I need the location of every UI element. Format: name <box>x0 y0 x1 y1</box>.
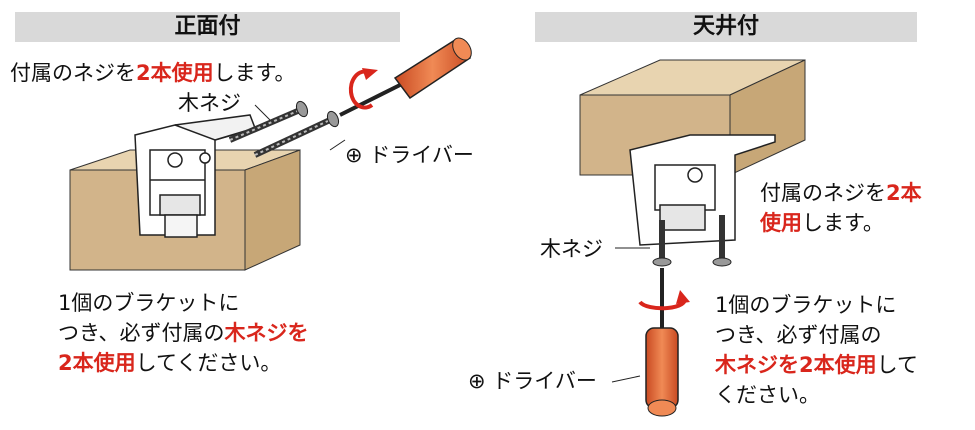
front-mount-header: 正面付 <box>15 12 400 42</box>
right-instruction-highlight-2: 使用 <box>760 211 802 235</box>
right-note-line3: 木ネジを2本使用して <box>715 350 918 380</box>
right-instruction-line1: 付属のネジを2本 <box>760 178 922 208</box>
right-note-line2: つき、必ず付属の <box>715 323 882 347</box>
right-instruction-text: 付属のネジを <box>760 181 886 205</box>
left-note-line2: つき、必ず付属の木ネジを <box>58 318 309 348</box>
left-driver-leader <box>329 139 346 151</box>
left-note-line3: 2本使用してください。 <box>58 348 281 378</box>
left-bracket <box>134 114 256 238</box>
left-instruction-text: 付属のネジを <box>10 61 136 85</box>
right-rotation-arrow-icon <box>638 290 690 311</box>
left-screw-label: 木ネジ <box>178 91 241 115</box>
right-driver-leader <box>611 375 641 383</box>
ceiling-mount-header: 天井付 <box>535 12 917 42</box>
right-wood-screws <box>652 215 732 267</box>
left-note-line3-text: してください。 <box>135 351 282 375</box>
right-note-line4: ください。 <box>715 383 820 407</box>
left-driver-label: ⊕ ドライバー <box>345 143 474 167</box>
left-screw-leader <box>254 104 271 121</box>
right-note-line1: 1個のブラケットに <box>715 293 897 317</box>
right-screwdriver <box>645 268 679 417</box>
right-instruction-line2: 使用します。 <box>760 208 884 238</box>
left-instruction-highlight: 2本使用 <box>136 61 214 85</box>
right-instruction-highlight: 2本 <box>886 181 922 205</box>
left-instruction: 付属のネジを2本使用します。 <box>10 58 296 88</box>
left-instruction-suffix: します。 <box>213 61 296 85</box>
left-note-line2-highlight: 木ネジを <box>224 321 309 345</box>
left-screwdriver <box>339 37 472 117</box>
left-rotation-arrow-icon <box>348 68 378 110</box>
left-note-line3-highlight: 2本使用 <box>58 351 136 375</box>
right-driver-label: ⊕ ドライバー <box>468 369 597 393</box>
left-note-line2-text: つき、必ず付属の <box>58 321 225 345</box>
left-wood-screws <box>228 100 340 158</box>
left-note-line1: 1個のブラケットに <box>58 291 240 315</box>
right-instruction-suffix: します。 <box>802 211 884 235</box>
right-note-line3-highlight: 木ネジを2本使用 <box>715 353 877 377</box>
right-screw-label: 木ネジ <box>540 237 603 261</box>
right-note-line3-text: して <box>876 353 918 377</box>
right-bracket <box>629 134 776 246</box>
